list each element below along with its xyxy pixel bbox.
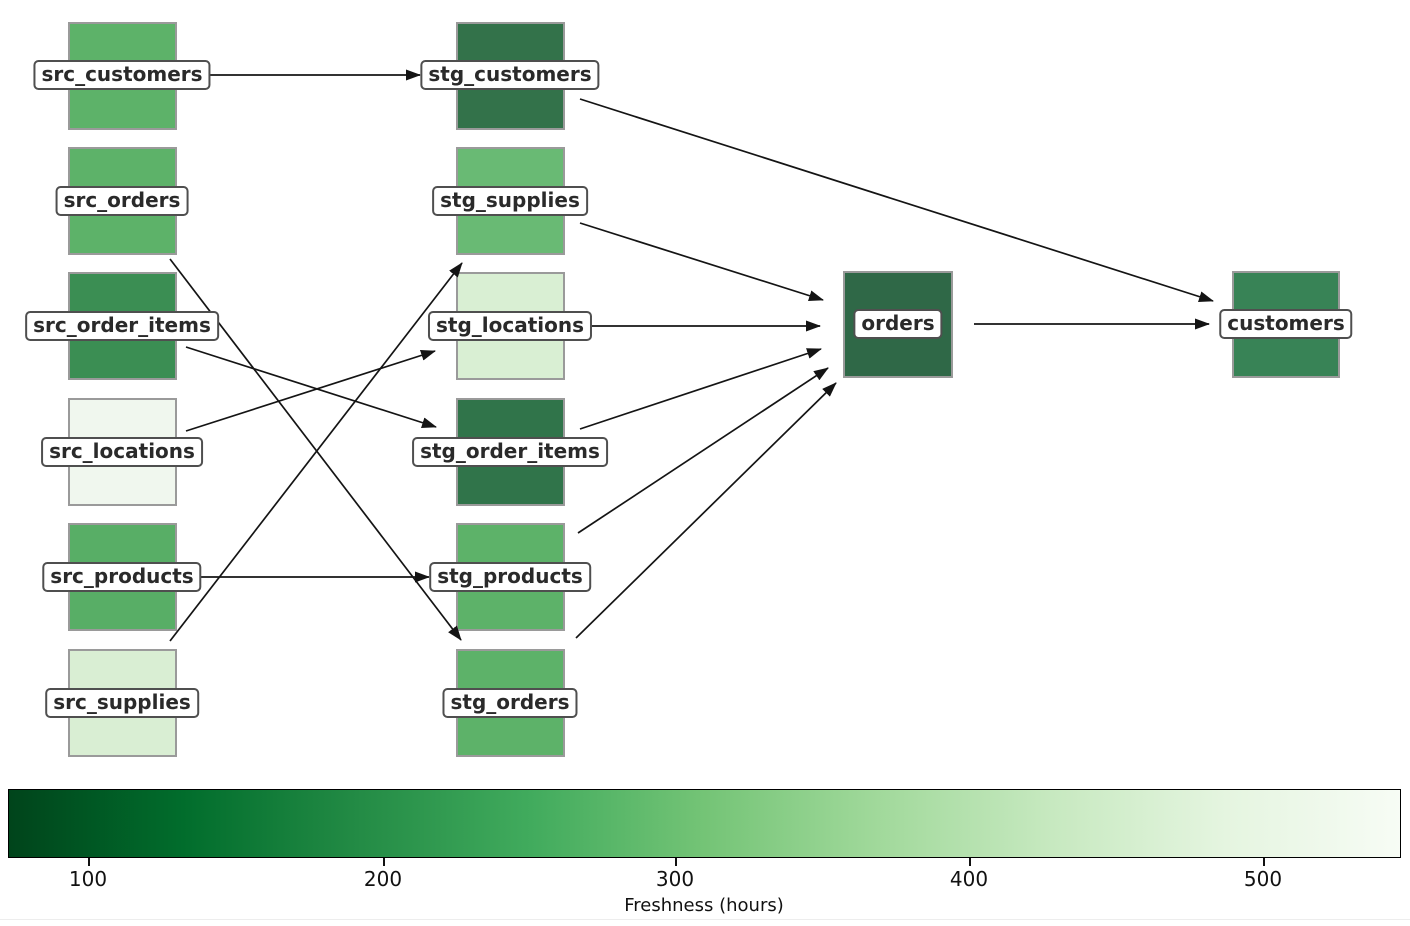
- figure-bottom-hairline: [0, 919, 1410, 920]
- colorbar-tick-label-200: 200: [363, 867, 403, 891]
- edge-src_order_items-to-stg_order_items: [185, 346, 437, 428]
- node-label-stg_supplies: stg_supplies: [432, 186, 588, 216]
- colorbar-tick-label-100: 100: [68, 867, 108, 891]
- edge-stg_customers-to-customers: [579, 98, 1214, 302]
- colorbar-tick-300: [675, 858, 677, 866]
- colorbar-tick-label-300: 300: [655, 867, 695, 891]
- edge-stg_products-to-orders: [577, 367, 829, 534]
- node-label-stg_customers: stg_customers: [420, 60, 600, 90]
- colorbar-tick-200: [383, 858, 385, 866]
- edge-stg_orders-to-orders: [575, 382, 837, 639]
- node-label-src_orders: src_orders: [55, 186, 189, 216]
- colorbar-tick-100: [88, 858, 90, 866]
- node-label-src_order_items: src_order_items: [25, 311, 219, 341]
- edge-src_supplies-to-stg_supplies: [169, 262, 463, 642]
- node-label-src_supplies: src_supplies: [45, 688, 199, 718]
- colorbar-tick-label-500: 500: [1243, 867, 1283, 891]
- colorbar-axis-label: Freshness (hours): [624, 895, 784, 916]
- colorbar-gradient: [8, 789, 1401, 858]
- node-label-src_products: src_products: [42, 562, 202, 592]
- node-label-orders: orders: [853, 309, 943, 339]
- colorbar-tick-label-400: 400: [949, 867, 989, 891]
- node-label-src_customers: src_customers: [33, 60, 211, 90]
- edge-stg_order_items-to-orders: [579, 348, 822, 430]
- node-label-stg_locations: stg_locations: [427, 311, 593, 341]
- node-label-src_locations: src_locations: [41, 437, 203, 467]
- colorbar-tick-500: [1263, 858, 1265, 866]
- node-label-stg_orders: stg_orders: [442, 688, 578, 718]
- edge-stg_supplies-to-orders: [579, 222, 824, 302]
- node-label-stg_products: stg_products: [429, 562, 591, 592]
- node-label-stg_order_items: stg_order_items: [412, 437, 608, 467]
- colorbar-tick-400: [969, 858, 971, 866]
- edge-src_locations-to-stg_locations: [185, 350, 436, 432]
- node-label-customers: customers: [1219, 309, 1353, 339]
